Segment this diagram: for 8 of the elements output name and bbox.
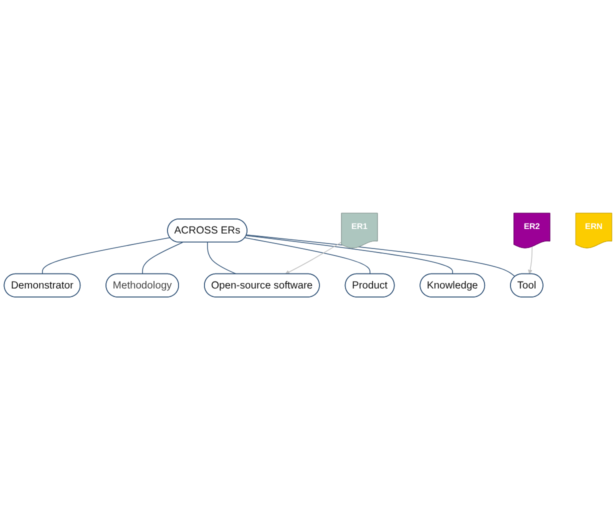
arrow <box>528 246 533 274</box>
connector <box>142 242 184 274</box>
connector <box>246 234 516 277</box>
connector <box>244 237 370 274</box>
connector <box>246 235 454 274</box>
connector <box>42 237 170 274</box>
arrow <box>285 242 342 274</box>
connector <box>207 242 237 274</box>
